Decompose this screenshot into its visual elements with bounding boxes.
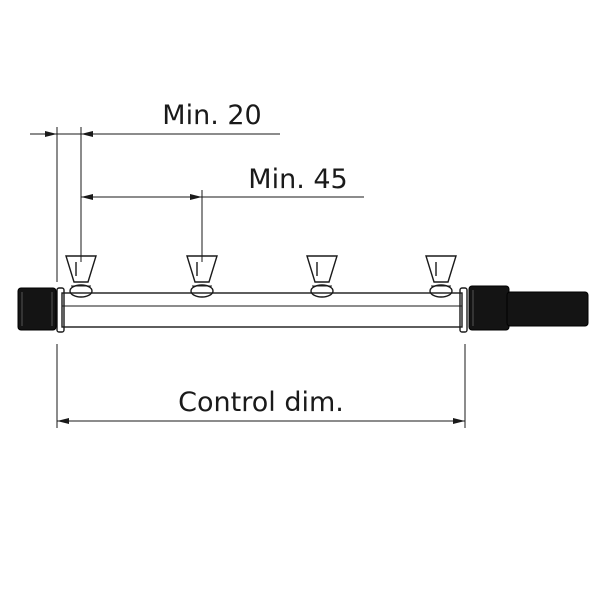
- outlet-valve: [306, 255, 338, 298]
- valve-funnel: [186, 255, 218, 283]
- dimension-min-20: Min. 20: [30, 100, 280, 137]
- min-20-label: Min. 20: [162, 100, 261, 131]
- min-20-arrow-right: [81, 131, 93, 137]
- left-fitting-body: [17, 287, 57, 331]
- dimension-control: Control dim.: [57, 387, 465, 424]
- outlet-valve: [186, 255, 218, 298]
- control-dim-label: Control dim.: [178, 387, 344, 418]
- left-end-flange: [56, 287, 65, 333]
- right-threaded-fitting: [468, 285, 589, 331]
- right-fitting-shaft: [506, 291, 589, 327]
- outlet-valve: [65, 255, 97, 298]
- valve-funnel: [425, 255, 457, 283]
- valve-funnel: [65, 255, 97, 283]
- valve-funnel: [306, 255, 338, 283]
- min-20-arrow-left: [45, 131, 57, 137]
- control-arrow-right: [453, 418, 465, 424]
- extension-lines: [56, 127, 466, 428]
- valve-base: [310, 284, 334, 298]
- valve-base: [69, 284, 93, 298]
- valve-base: [429, 284, 453, 298]
- left-threaded-fitting: [17, 287, 57, 331]
- right-fitting-nut: [468, 285, 510, 331]
- outlet-valve: [425, 255, 457, 298]
- manifold-pipe: [56, 287, 468, 333]
- dimension-min-45: Min. 45: [81, 164, 364, 200]
- min-45-arrow-left: [81, 194, 93, 200]
- min-45-arrow-right: [190, 194, 202, 200]
- pipe-body: [61, 292, 463, 328]
- min-45-label: Min. 45: [248, 164, 347, 195]
- valve-base: [190, 284, 214, 298]
- right-end-flange: [459, 287, 468, 333]
- control-arrow-left: [57, 418, 69, 424]
